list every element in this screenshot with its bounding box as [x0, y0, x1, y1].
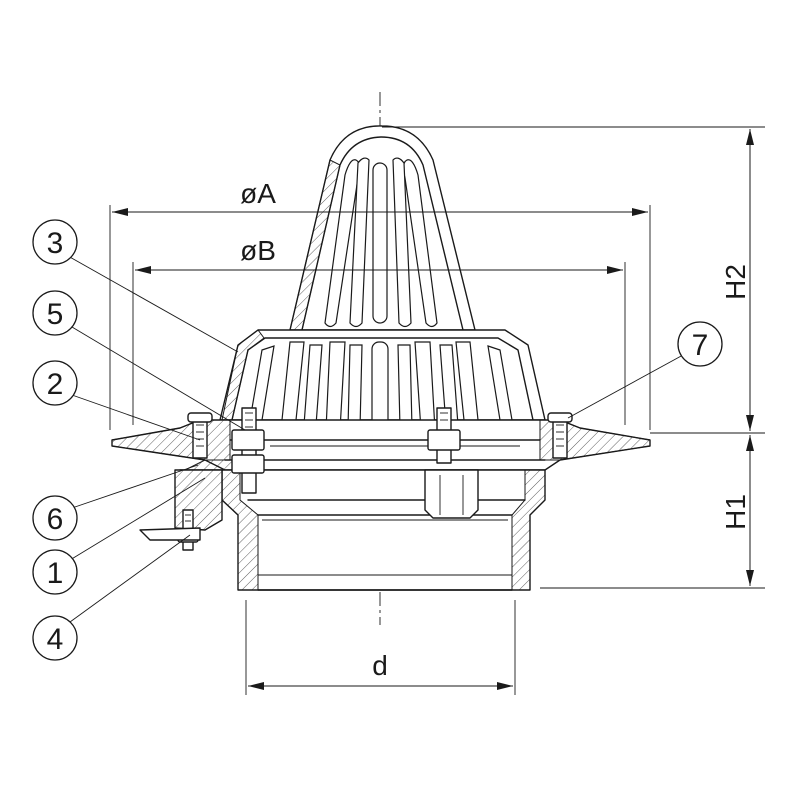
bolt-right	[547, 412, 573, 459]
dome-slots-lower	[249, 341, 513, 431]
extension-lines	[109, 126, 765, 695]
svg-text:5: 5	[47, 298, 64, 331]
label-lower-height: H1	[720, 494, 751, 530]
earth-tab	[139, 527, 201, 541]
svg-text:4: 4	[47, 623, 64, 656]
label-outer-diameter: øA	[240, 178, 276, 209]
label-inner-diameter: øB	[240, 235, 276, 266]
dimension-outer-diameter	[112, 208, 648, 216]
callout-3: 3	[32, 219, 78, 265]
dome-strainer	[219, 125, 546, 431]
drain-body	[174, 459, 546, 591]
callout-5: 5	[32, 290, 78, 336]
dimension-inner-diameter	[135, 266, 623, 274]
dome-slots-upper	[324, 157, 438, 328]
svg-text:2: 2	[47, 368, 64, 401]
callout-6: 6	[32, 495, 78, 541]
leader-lines	[67, 255, 684, 623]
svg-text:3: 3	[47, 227, 64, 260]
label-outlet-diameter: d	[372, 650, 388, 681]
dimension-upper-height	[746, 129, 754, 431]
callout-1: 1	[32, 549, 78, 595]
svg-text:1: 1	[47, 557, 64, 590]
dimension-outlet-diameter	[248, 682, 513, 690]
svg-text:6: 6	[47, 503, 64, 536]
label-upper-height: H2	[720, 264, 751, 300]
callout-2: 2	[32, 360, 78, 406]
callout-4: 4	[32, 615, 78, 661]
bolt-center	[427, 407, 461, 464]
svg-text:7: 7	[692, 329, 709, 362]
dimension-lower-height	[746, 435, 754, 586]
bolt-left-outer	[187, 412, 213, 459]
callout-7: 7	[677, 321, 723, 367]
bolt-left-inner	[231, 407, 265, 494]
